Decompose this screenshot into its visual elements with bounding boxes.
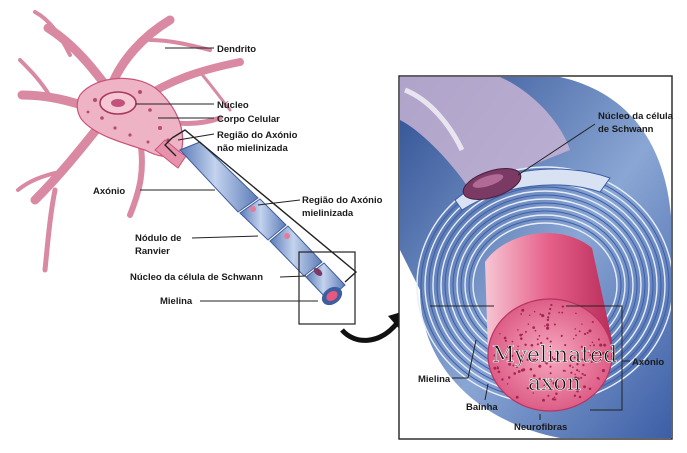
neurofibril-dot [583,385,586,388]
neurofibril-dot [550,304,552,306]
neurofibril-dot [575,312,577,314]
nucleolus [111,99,125,107]
neurofibril-dot [561,335,563,337]
neurofibril-dot [547,319,549,321]
neurofibril-dot [516,396,519,399]
neurofibril-dot [521,309,524,312]
label-bainha: Bainha [466,402,498,413]
overlay-line-2: axon [528,371,581,396]
neurofibril-dot [499,333,500,334]
neurofibril-dot [579,396,582,399]
neurofibril-dot [544,325,545,326]
neurofibril-dot [554,397,556,399]
neurofibril-dot [539,335,541,337]
neurofibril-dot [521,369,524,372]
label-nucleo: Núcleo [217,100,249,111]
neurofibril-dot [546,323,549,326]
neurofibril-dot [546,337,548,339]
neurofibril-dot [504,337,507,340]
neurofibril-dot [581,323,582,324]
neurofibril-dot [513,372,516,375]
neurofibril-dot [587,332,589,334]
neurofibril-dot [575,334,577,336]
label-regiao-nao-mielinizada-2: não mielinizada [217,143,288,154]
neurofibril-dot [534,311,536,313]
neurofibril-dot [498,370,501,373]
neurofibril-dot [542,399,545,402]
neurofibril-dot [598,338,600,340]
neurofibril-dot [558,312,560,314]
label-nodulo-ranvier-2: Ranvier [135,246,170,257]
neurofibril-dot [554,323,556,325]
neurofibril-dot [508,376,511,379]
neurofibril-dot [554,399,556,401]
label-mielina-left: Mielina [160,296,193,307]
neurofibril-dot [546,327,549,330]
label-regiao-nao-mielinizada-1: Região do Axónio [217,130,298,141]
neurofibril-dot [575,328,577,330]
label-regiao-mielinizada-1: Região do Axónio [302,195,383,206]
label-corpo-celular: Corpo Celular [217,114,280,125]
label-nucleo-schwann-left: Núcleo da célula de Schwann [130,272,263,283]
neurofibril-dot [532,326,535,329]
neurofibril-dot [520,337,523,340]
neurofibril-dot [589,388,592,391]
neurofibril-dot [573,338,574,339]
zoom-arrow [342,322,398,340]
neurofibril-dot [541,314,544,317]
neurofibril-dot [584,333,586,335]
neurofibril-dot [505,340,507,342]
neurofibril-dot [561,312,563,314]
label-dendrito: Dendrito [217,44,256,55]
neurofibril-dot [507,383,509,385]
neurofibril-dot [592,321,594,323]
neurofibril-dot [583,374,584,375]
neurofibril-dot [501,378,503,380]
neurofibril-dot [529,314,530,315]
label-neurofibras: Neurofibras [514,422,567,433]
neurofibril-dot [552,398,555,401]
label-axonio-right: Axónio [632,357,664,368]
label-mielina-right: Mielina [418,374,451,385]
neurofibril-dot [548,312,550,314]
neurofibril-dot [579,330,581,332]
label-nodulo-ranvier-1: Nódulo de [135,233,181,244]
neurofibril-dot [537,338,539,340]
label-nucleo-schwann-right-2: de Schwann [598,124,654,135]
neurofibril-dot [539,313,541,315]
neurofibril-dot [589,329,592,332]
neurofibril-dot [562,305,564,307]
label-regiao-mielinizada-2: mielinizada [302,208,354,219]
overlay-line-1: Myelinated [492,343,617,368]
neurofibril-dot [549,308,551,310]
neurofibril-dot [582,373,584,375]
neurofibril-dot [522,334,524,336]
neurofibril-dot [602,369,605,372]
neurofibril-dot [547,316,549,318]
neurofibril-dot [528,323,530,325]
neurofibril-dot [535,330,537,332]
neurofibril-dot [598,378,600,380]
neurofibril-dot [520,313,522,315]
neurofibril-dot [525,331,527,333]
label-nucleo-schwann-right-1: Núcleo da célula [598,111,674,122]
label-axonio-left: Axónio [93,186,125,197]
neurofibril-dot [518,370,521,373]
neurofibril-dot [517,329,519,331]
